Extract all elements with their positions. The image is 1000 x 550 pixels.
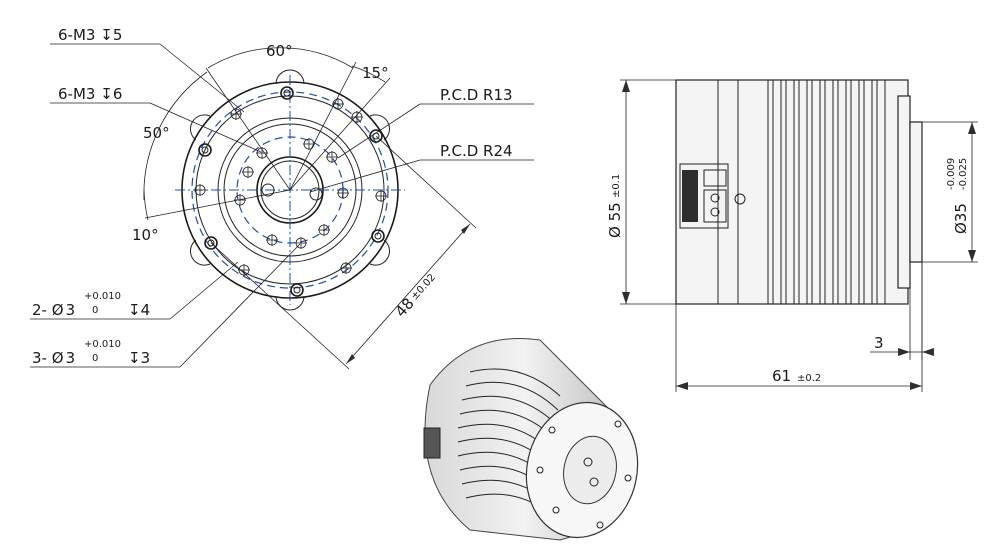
pcd-r13-holes [234,138,349,249]
label-pcd-r24: P.C.D R24 [440,142,513,160]
connector-screw-2 [710,207,720,217]
iso-hub [563,435,617,505]
svg-text:2- Ø3: 2- Ø3 [32,301,75,319]
label-6m3-depth5: 6-M3 ↧5 [58,26,122,44]
isometric-view [423,337,639,541]
label-angle-10: 10° [132,226,159,244]
cooling-fins [767,80,886,304]
angle-arc-10 [143,189,149,221]
dim-48-line [345,223,471,365]
connector-upper [703,169,727,187]
front-view: 6-M3 ↧5 6-M3 ↧6 60° 15° 50° 10° P.C.D R1… [30,26,534,370]
side-front-band [675,79,719,305]
side-body [675,79,909,305]
label-angle-50: 50° [143,124,170,142]
svg-text:±0.2: ±0.2 [797,373,821,384]
svg-text:3- Ø3: 3- Ø3 [32,349,75,367]
label-dia-55: Ø 55 ±0.1 [606,174,624,238]
side-screw [734,193,746,205]
svg-text:+0.010: +0.010 [84,291,121,302]
connector-left [682,170,698,222]
angle-arc-60 [207,47,354,69]
svg-text:Ø35: Ø35 [952,203,970,234]
svg-text:+0.010: +0.010 [84,339,121,350]
label-angle-15: 15° [362,64,389,82]
rear-flange [897,95,911,289]
connector-lower [703,189,727,223]
iso-connector [423,427,441,459]
svg-text:↧3: ↧3 [128,349,150,367]
svg-text:0: 0 [92,353,98,364]
hub-pin-left [261,183,275,197]
svg-text:0: 0 [92,305,98,316]
svg-text:61: 61 [772,367,791,385]
svg-text:Ø 55: Ø 55 [606,202,624,238]
pcd-r24-holes [194,98,387,276]
svg-text:↧4: ↧4 [128,301,150,319]
connector-screw-1 [710,193,720,203]
label-dim-61: 61 ±0.2 [772,367,821,385]
label-dia-35: Ø35 -0.009 -0.025 [946,158,970,234]
label-angle-60: 60° [266,42,293,60]
label-dim-48: 48 ±0.02 [392,272,438,320]
label-pcd-r13: P.C.D R13 [440,86,513,104]
angle-arc-50 [143,71,208,201]
label-dim-3: 3 [874,334,884,352]
label-6m3-depth6: 6-M3 ↧6 [58,85,122,103]
angle-arc-15 [351,65,386,83]
output-shaft [909,121,923,263]
svg-text:-0.025: -0.025 [958,158,969,190]
svg-text:-0.009: -0.009 [946,158,957,190]
hub-pin-right [309,187,323,201]
side-view: Ø 55 ±0.1 Ø35 -0.009 -0.025 3 61 ±0.2 [606,79,978,392]
connector-block [679,163,729,229]
svg-text:±0.1: ±0.1 [611,174,622,198]
